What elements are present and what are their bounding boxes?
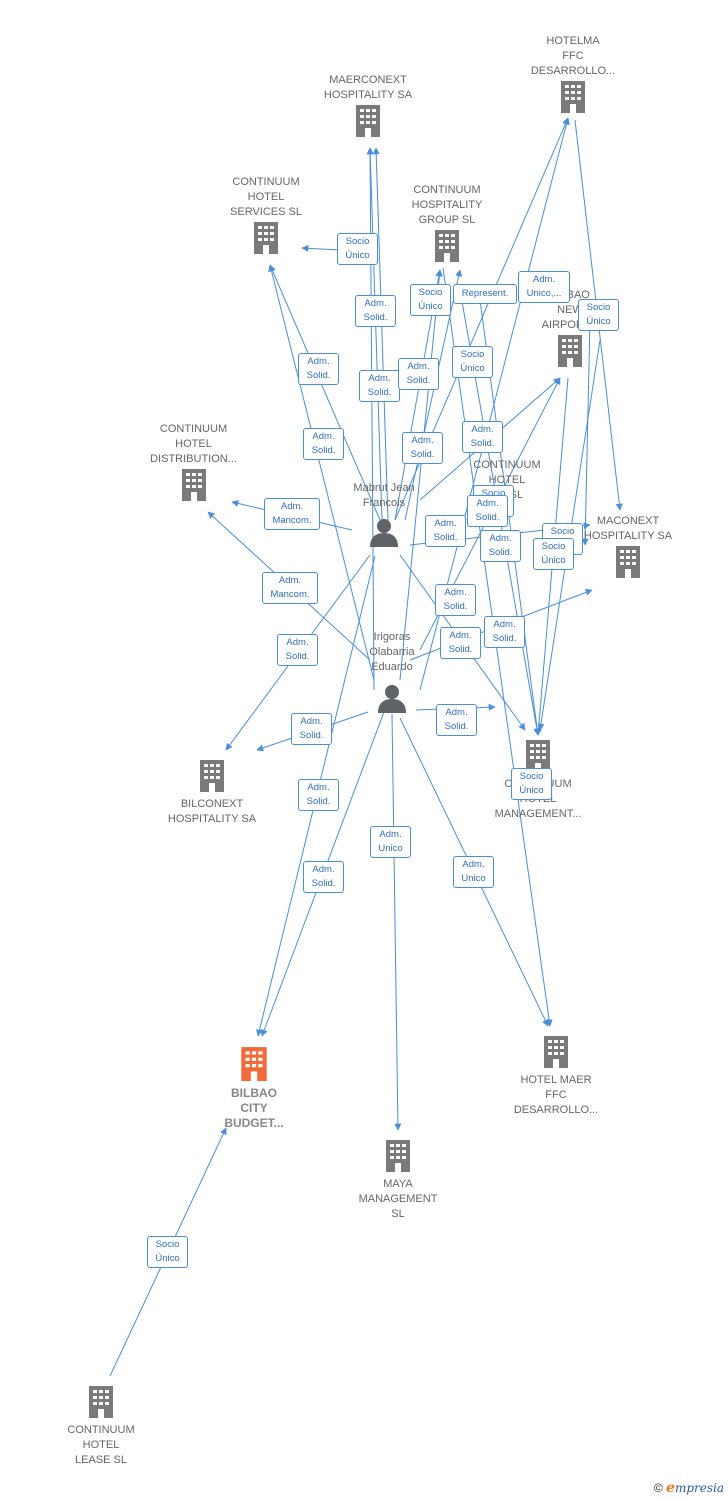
relation-badge[interactable]: Adm. Solid. xyxy=(291,713,332,745)
company-label: HOTEL MAER FFC DESARROLLO... xyxy=(513,1074,599,1116)
relation-badge[interactable]: Adm. Solid. xyxy=(435,584,476,616)
relation-line xyxy=(268,264,375,681)
company-node-bilbao-city-budget[interactable]: BILBAO CITY BUDGET... xyxy=(206,1045,302,1131)
building-icon xyxy=(386,1140,410,1172)
relation-badge[interactable]: Adm. Solid. xyxy=(467,495,508,527)
relation-badge[interactable]: Adm. Solid. xyxy=(425,515,466,547)
relation-line xyxy=(391,713,402,1131)
company-label: HOTELMA FFC DESARROLLO... xyxy=(530,35,616,77)
person-node-irigoras[interactable]: Irigoras Olabarria Eduardo xyxy=(346,630,438,718)
brand-initial: e xyxy=(666,1480,675,1496)
relation-badge[interactable]: Socio Único xyxy=(533,538,574,570)
relation-badge[interactable]: Socio Único xyxy=(578,299,619,331)
building-icon xyxy=(544,1036,568,1068)
building-icon xyxy=(558,335,582,367)
relation-badge[interactable]: Adm. Solid. xyxy=(440,627,481,659)
relation-badge[interactable]: Adm. Solid. xyxy=(298,779,339,811)
relation-line xyxy=(269,264,381,521)
relation-badge[interactable]: Adm. Solid. xyxy=(303,861,344,893)
relation-badge[interactable]: Adm. Solid. xyxy=(462,421,503,453)
relation-badge[interactable]: Adm. Solid. xyxy=(480,530,521,562)
company-label: MAERCONEXT HOSPITALITY SA xyxy=(323,74,413,101)
relation-badge[interactable]: Adm. Unico xyxy=(453,856,494,888)
company-label-focus: BILBAO CITY BUDGET... xyxy=(224,1086,284,1130)
building-icon xyxy=(435,230,459,262)
building-icon xyxy=(526,740,550,772)
building-icon xyxy=(241,1047,267,1081)
relation-badge[interactable]: Adm. Unico,... xyxy=(518,271,570,303)
building-icon xyxy=(89,1386,113,1418)
relation-badge[interactable]: Socio Único xyxy=(147,1236,188,1268)
building-icon xyxy=(616,546,640,578)
footer-brand: © empresia xyxy=(654,1480,724,1496)
building-icon xyxy=(254,222,278,254)
company-node-hotel-maer[interactable]: HOTEL MAER FFC DESARROLLO... xyxy=(506,1034,606,1118)
relation-line xyxy=(581,319,591,546)
brand-name: mpresia xyxy=(674,1481,724,1495)
company-label: CONTINUUM HOTEL DISTRIBUTION... xyxy=(150,423,237,465)
relation-line xyxy=(366,147,383,521)
building-icon xyxy=(200,760,224,792)
building-icon xyxy=(356,105,380,137)
relation-badge[interactable]: Socio Único xyxy=(410,284,451,316)
company-label: BILCONEXT HOSPITALITY SA xyxy=(167,798,257,825)
company-node-maya-management[interactable]: MAYA MANAGEMENT SL xyxy=(348,1138,448,1222)
relation-line xyxy=(399,269,443,681)
company-node-maconext[interactable]: MACONEXT HOSPITALITY SA xyxy=(578,514,678,583)
person-icon xyxy=(370,519,398,547)
relation-badge[interactable]: Adm. Solid. xyxy=(402,432,443,464)
person-label: Mabrut Jean Francois xyxy=(353,482,415,509)
relation-badge[interactable]: Adm. Solid. xyxy=(355,295,396,327)
relation-badge[interactable]: Socio Único xyxy=(511,768,552,800)
company-node-continuum-hotel-distribution[interactable]: CONTINUUM HOTEL DISTRIBUTION... xyxy=(141,422,246,506)
company-node-continuum-hotel-lease[interactable]: CONTINUUM HOTEL LEASE SL xyxy=(51,1384,151,1468)
relation-badge[interactable]: Adm. Solid. xyxy=(303,428,344,460)
brand-logo: empresia xyxy=(666,1480,724,1496)
relation-line xyxy=(366,147,375,691)
company-node-bilconext[interactable]: BILCONEXT HOSPITALITY SA xyxy=(162,758,262,827)
company-label: CONTINUUM HOTEL LEASE SL xyxy=(67,1424,135,1466)
company-label: CONTINUUM HOTEL SERVICES SL xyxy=(230,176,302,218)
relation-badge[interactable]: Socio Único xyxy=(452,346,493,378)
company-node-continuum-hospitality-group[interactable]: CONTINUUM HOSPITALITY GROUP SL xyxy=(397,183,497,267)
company-label: CONTINUUM HOSPITALITY GROUP SL xyxy=(411,184,483,226)
company-node-maerconext[interactable]: MAERCONEXT HOSPITALITY SA xyxy=(318,73,418,142)
relation-badge[interactable]: Adm. Solid. xyxy=(277,634,318,666)
company-label: MACONEXT HOSPITALITY SA xyxy=(583,515,673,542)
relation-badge[interactable]: Adm. Unico xyxy=(370,826,411,858)
relation-badge[interactable]: Adm. Solid. xyxy=(436,704,477,736)
company-node-continuum-hotel-services[interactable]: CONTINUUM HOTEL SERVICES SL xyxy=(216,175,316,259)
relation-badge[interactable]: Socio Único xyxy=(337,233,378,265)
relation-badge[interactable]: Adm. Mancom. xyxy=(262,572,318,604)
relation-badge[interactable]: Adm. Solid. xyxy=(484,616,525,648)
relation-badge[interactable]: Represent. xyxy=(453,284,517,304)
relation-badge[interactable]: Adm. Solid. xyxy=(298,353,339,385)
relation-badge[interactable]: Adm. Mancom. xyxy=(264,498,320,530)
relation-badge[interactable]: Adm. Solid. xyxy=(359,370,400,402)
relation-line xyxy=(372,147,389,521)
company-label: MAYA MANAGEMENT SL xyxy=(358,1178,438,1220)
copyright-icon: © xyxy=(653,1481,663,1495)
person-icon xyxy=(378,685,406,713)
person-label: Irigoras Olabarria Eduardo xyxy=(369,631,415,673)
building-icon xyxy=(561,81,585,113)
relation-badge[interactable]: Adm. Solid. xyxy=(398,358,439,390)
company-node-hotelma[interactable]: HOTELMA FFC DESARROLLO... xyxy=(523,34,623,118)
person-node-mabrut[interactable]: Mabrut Jean Francois xyxy=(336,481,432,552)
building-icon xyxy=(181,469,206,501)
relation-line xyxy=(301,244,341,252)
